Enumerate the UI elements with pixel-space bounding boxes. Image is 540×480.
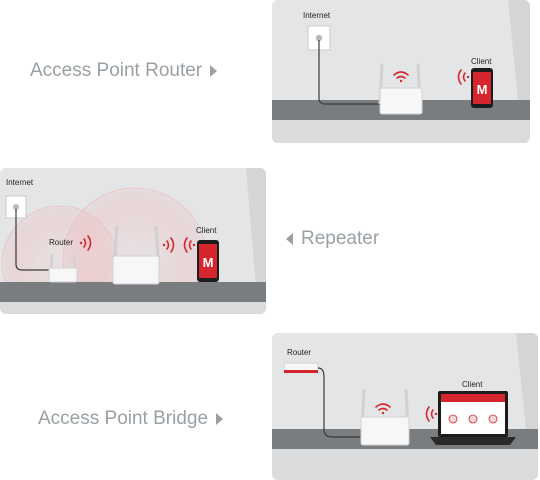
wifi-icon (393, 71, 409, 83)
phone-logo: M (203, 255, 214, 270)
repeater-mode-text: Repeater (301, 228, 380, 249)
ethernet-cable (318, 40, 382, 105)
repeater-scene: Internet Router (0, 168, 266, 314)
ap-bridge-client-label: Client (462, 380, 483, 389)
ethernet-cable (15, 209, 50, 271)
ap-router-mode-text: Access Point Router (30, 60, 203, 81)
wifi-icon (375, 403, 391, 415)
ap-bridge-mode-label: Access Point Bridge (38, 408, 224, 430)
repeater-shelf (0, 282, 266, 302)
client-phone-icon: M (471, 68, 493, 108)
wireless-router-icon (378, 63, 423, 115)
ap-router-mode-label: Access Point Router (30, 60, 218, 82)
repeater-device-icon (112, 225, 161, 285)
phone-logo: M (477, 82, 488, 97)
wifi-signal-icon (425, 406, 438, 422)
repeater-internet-label: Internet (6, 178, 34, 187)
wifi-signal-icon (183, 237, 196, 253)
wifi-signal-icon (162, 237, 175, 253)
ap-bridge-mode-text: Access Point Bridge (38, 408, 209, 429)
ap-router-internet-label: Internet (303, 11, 331, 20)
triangle-left-icon (286, 233, 293, 245)
ap-bridge-scene: Router Client (272, 333, 538, 480)
triangle-right-icon (210, 65, 218, 77)
internet-outlet-icon (5, 195, 27, 219)
wifi-signal-icon (79, 235, 92, 251)
main-router-icon (48, 253, 78, 283)
access-point-icon (360, 388, 410, 446)
client-laptop-icon (430, 391, 516, 445)
client-phone-icon: M (197, 240, 219, 282)
ap-bridge-router-label: Router (287, 348, 311, 357)
triangle-right-icon (216, 413, 224, 425)
repeater-client-label: Client (196, 226, 217, 235)
repeater-router-label: Router (49, 238, 73, 247)
repeater-mode-label: Repeater (286, 228, 379, 250)
ap-router-scene: Internet M Client (272, 0, 530, 143)
ap-router-client-label: Client (471, 57, 492, 66)
ethernet-cable (317, 367, 364, 438)
wall-router-icon (283, 362, 319, 373)
wifi-signal-icon (457, 69, 470, 85)
